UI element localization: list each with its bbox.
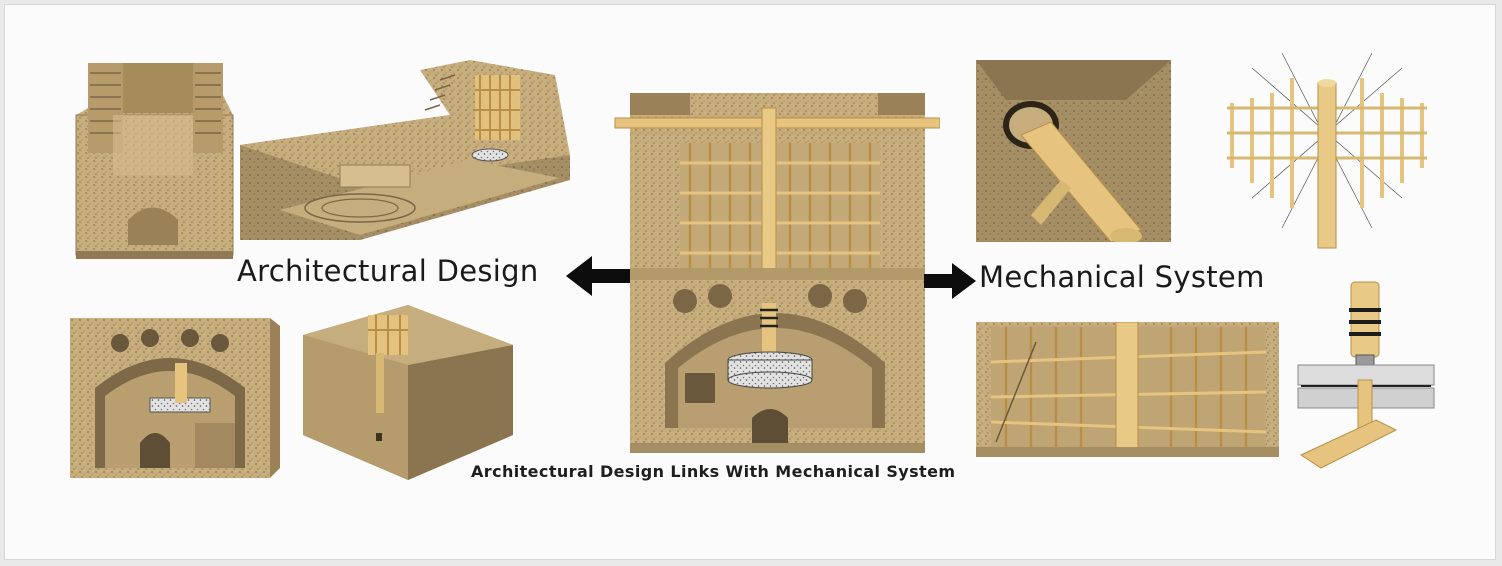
rotor-frame-render	[1227, 52, 1427, 249]
arrow-left-icon	[566, 256, 634, 296]
building-exterior-render	[75, 63, 234, 259]
building-cross-section-render	[70, 318, 280, 478]
mechanical-system-label: Mechanical System	[979, 260, 1265, 294]
arrow-right-icon	[924, 263, 976, 299]
building-corner-render	[303, 305, 513, 480]
figure-caption: Architectural Design Links With Mechanic…	[471, 462, 956, 481]
windmill-central-section-render	[614, 93, 940, 453]
shaft-bearing-detail-render	[976, 60, 1171, 242]
rotor-vanes-section-render	[976, 322, 1279, 457]
millstone-shaft-detail-render	[1297, 281, 1435, 469]
building-longitudinal-section-render	[240, 60, 570, 240]
architectural-design-label: Architectural Design	[237, 254, 539, 288]
